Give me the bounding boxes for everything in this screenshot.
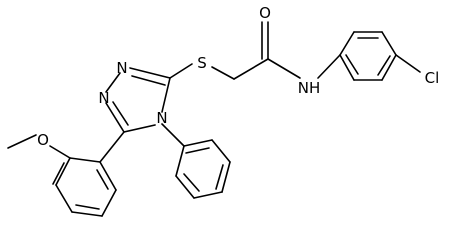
nitrogen-label-n2: N (98, 89, 109, 107)
nitrogen-label-n1: N (116, 59, 127, 77)
c-cl-bond (395, 54, 421, 73)
acetamide-linker (169, 21, 341, 80)
nitrogen-label-n4: N (156, 109, 167, 127)
chlorophenyl-ring (339, 31, 397, 81)
triazole-ring (105, 67, 171, 133)
methoxy-group (7, 134, 71, 159)
oxygen-label-methoxy: O (37, 131, 49, 149)
oxygen-label-carbonyl: O (259, 4, 271, 22)
methoxyphenyl-ring (52, 131, 125, 217)
chlorine-label: Cl (425, 69, 440, 87)
sulfur-label: S (197, 54, 207, 72)
atom-labels: O S NH Cl N N N O (37, 4, 439, 149)
phenyl-ring (161, 123, 231, 199)
nitrogen-label-amide: NH (298, 79, 321, 97)
bonds (7, 21, 421, 217)
